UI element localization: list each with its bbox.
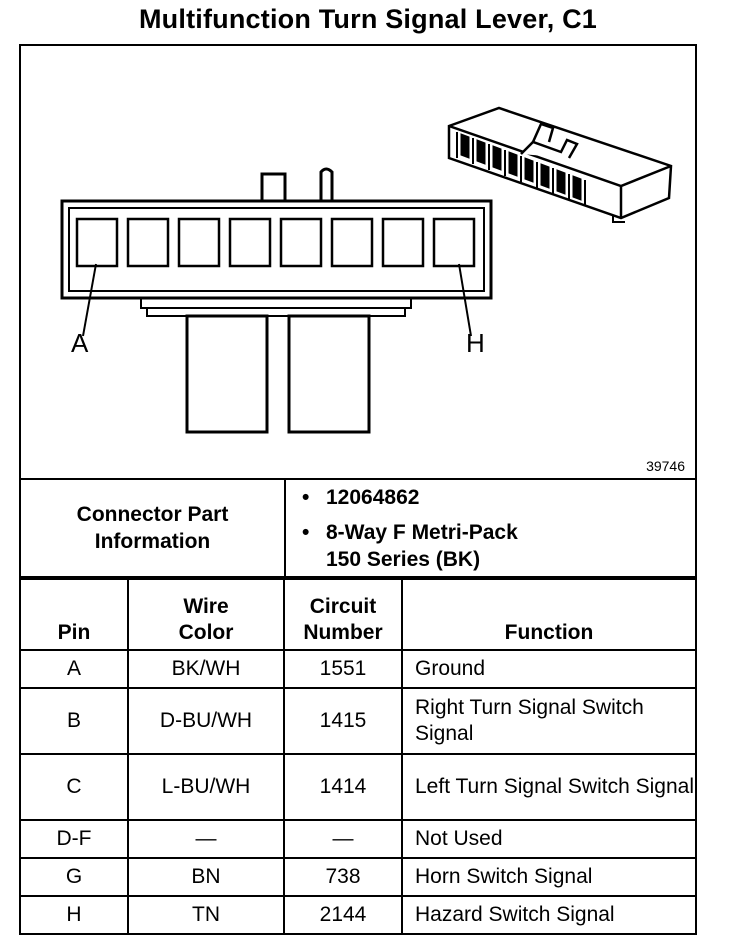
cell-function: Hazard Switch Signal bbox=[401, 895, 697, 935]
cell-wire: — bbox=[127, 819, 285, 859]
pin-label-a: A bbox=[71, 328, 89, 358]
table-row: C L-BU/WH 1414 Left Turn Signal Switch S… bbox=[19, 753, 697, 821]
cell-circuit: 2144 bbox=[283, 895, 403, 935]
cell-wire: TN bbox=[127, 895, 285, 935]
cell-wire: D-BU/WH bbox=[127, 687, 285, 755]
cavity-f bbox=[330, 217, 374, 268]
connector-info-table: Connector Part Information •12064862 •8-… bbox=[19, 478, 697, 578]
cavity-e bbox=[279, 217, 323, 268]
cavity-d bbox=[228, 217, 272, 268]
connector-info-label: Connector Part Information bbox=[19, 478, 286, 578]
cell-pin: D-F bbox=[19, 819, 129, 859]
connector-illustration bbox=[60, 106, 673, 434]
cell-function: Ground bbox=[401, 649, 697, 689]
cell-circuit: 1414 bbox=[283, 753, 403, 821]
cell-function: Horn Switch Signal bbox=[401, 857, 697, 897]
table-row: B D-BU/WH 1415 Right Turn Signal Switch … bbox=[19, 687, 697, 755]
table-row: H TN 2144 Hazard Switch Signal bbox=[19, 895, 697, 935]
cavity-g bbox=[381, 217, 425, 268]
cell-pin: G bbox=[19, 857, 129, 897]
header-pin: Pin bbox=[19, 578, 129, 651]
connector-cavities bbox=[75, 217, 476, 268]
header-wire-color: Wire Color bbox=[127, 578, 285, 651]
connector-body bbox=[60, 199, 493, 300]
bullet-part-number: •12064862 bbox=[302, 485, 420, 509]
cell-circuit: 738 bbox=[283, 857, 403, 897]
cell-wire: L-BU/WH bbox=[127, 753, 285, 821]
cell-pin: H bbox=[19, 895, 129, 935]
cell-pin: B bbox=[19, 687, 129, 755]
figure-number: 39746 bbox=[646, 458, 685, 474]
cavity-a bbox=[75, 217, 119, 268]
cell-wire: BN bbox=[127, 857, 285, 897]
header-function: Function bbox=[401, 578, 697, 651]
connector-info-bullets: •12064862 •8-Way F Metri-Pack 150 Series… bbox=[284, 478, 697, 578]
cell-function: Right Turn Signal Switch Signal bbox=[401, 687, 697, 755]
pin-label-h: H bbox=[466, 328, 485, 358]
cell-function: Left Turn Signal Switch Signal bbox=[401, 753, 697, 821]
bullet-connector-type: •8-Way F Metri-Pack bbox=[302, 520, 518, 544]
connector-isometric-icon bbox=[447, 106, 673, 223]
cavity-b bbox=[126, 217, 170, 268]
page-title: Multifunction Turn Signal Lever, C1 bbox=[138, 4, 598, 34]
cavity-h bbox=[432, 217, 476, 268]
bullet-connector-series: 150 Series (BK) bbox=[326, 547, 481, 571]
cell-circuit: — bbox=[283, 819, 403, 859]
cell-circuit: 1551 bbox=[283, 649, 403, 689]
pin-table: Pin Wire Color Circuit Number Function A… bbox=[19, 578, 697, 935]
cell-pin: C bbox=[19, 753, 129, 821]
cavity-c bbox=[177, 217, 221, 268]
connector-diagram: A H 39746 bbox=[19, 44, 697, 478]
table-row: D-F — — Not Used bbox=[19, 819, 697, 859]
cell-pin: A bbox=[19, 649, 129, 689]
header-circuit-number: Circuit Number bbox=[283, 578, 403, 651]
cell-wire: BK/WH bbox=[127, 649, 285, 689]
table-row: G BN 738 Horn Switch Signal bbox=[19, 857, 697, 897]
pin-table-header: Pin Wire Color Circuit Number Function bbox=[19, 578, 697, 651]
table-row: A BK/WH 1551 Ground bbox=[19, 649, 697, 689]
cell-circuit: 1415 bbox=[283, 687, 403, 755]
cell-function: Not Used bbox=[401, 819, 697, 859]
